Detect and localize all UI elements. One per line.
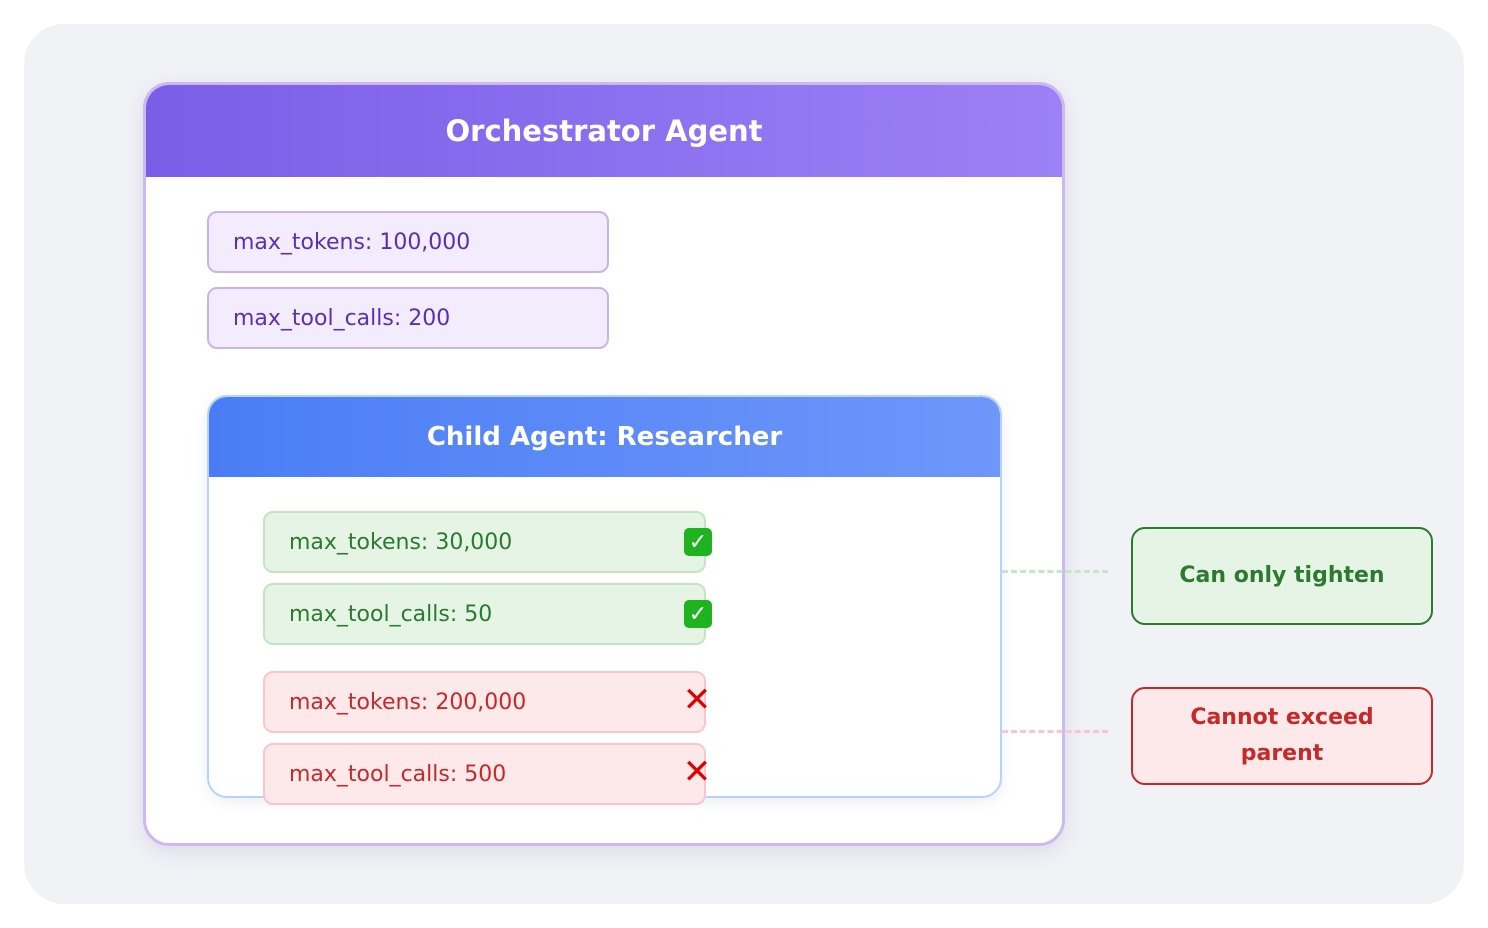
cross-mark-icon: ✕	[682, 752, 712, 792]
cross-mark-icon: ✕	[682, 680, 712, 720]
check-mark-icon: ✓	[684, 600, 712, 628]
note-can-only-tighten: Can only tighten	[1131, 527, 1433, 625]
connector-exceed	[1002, 730, 1108, 733]
child-valid-limit: max_tokens: 30,000	[263, 511, 706, 573]
orchestrator-limit-max-tokens: max_tokens: 100,000	[207, 211, 609, 273]
orchestrator-limit-max-tool-calls: max_tool_calls: 200	[207, 287, 609, 349]
connector-tighten	[1002, 570, 1108, 573]
check-mark-icon: ✓	[684, 528, 712, 556]
child-valid-limit: max_tool_calls: 50	[263, 583, 706, 645]
note-cannot-exceed-parent: Cannot exceed parent	[1131, 687, 1433, 785]
orchestrator-title: Orchestrator Agent	[146, 85, 1062, 177]
child-invalid-limit: max_tool_calls: 500	[263, 743, 706, 805]
child-agent-title: Child Agent: Researcher	[209, 397, 1000, 477]
child-invalid-limit: max_tokens: 200,000	[263, 671, 706, 733]
